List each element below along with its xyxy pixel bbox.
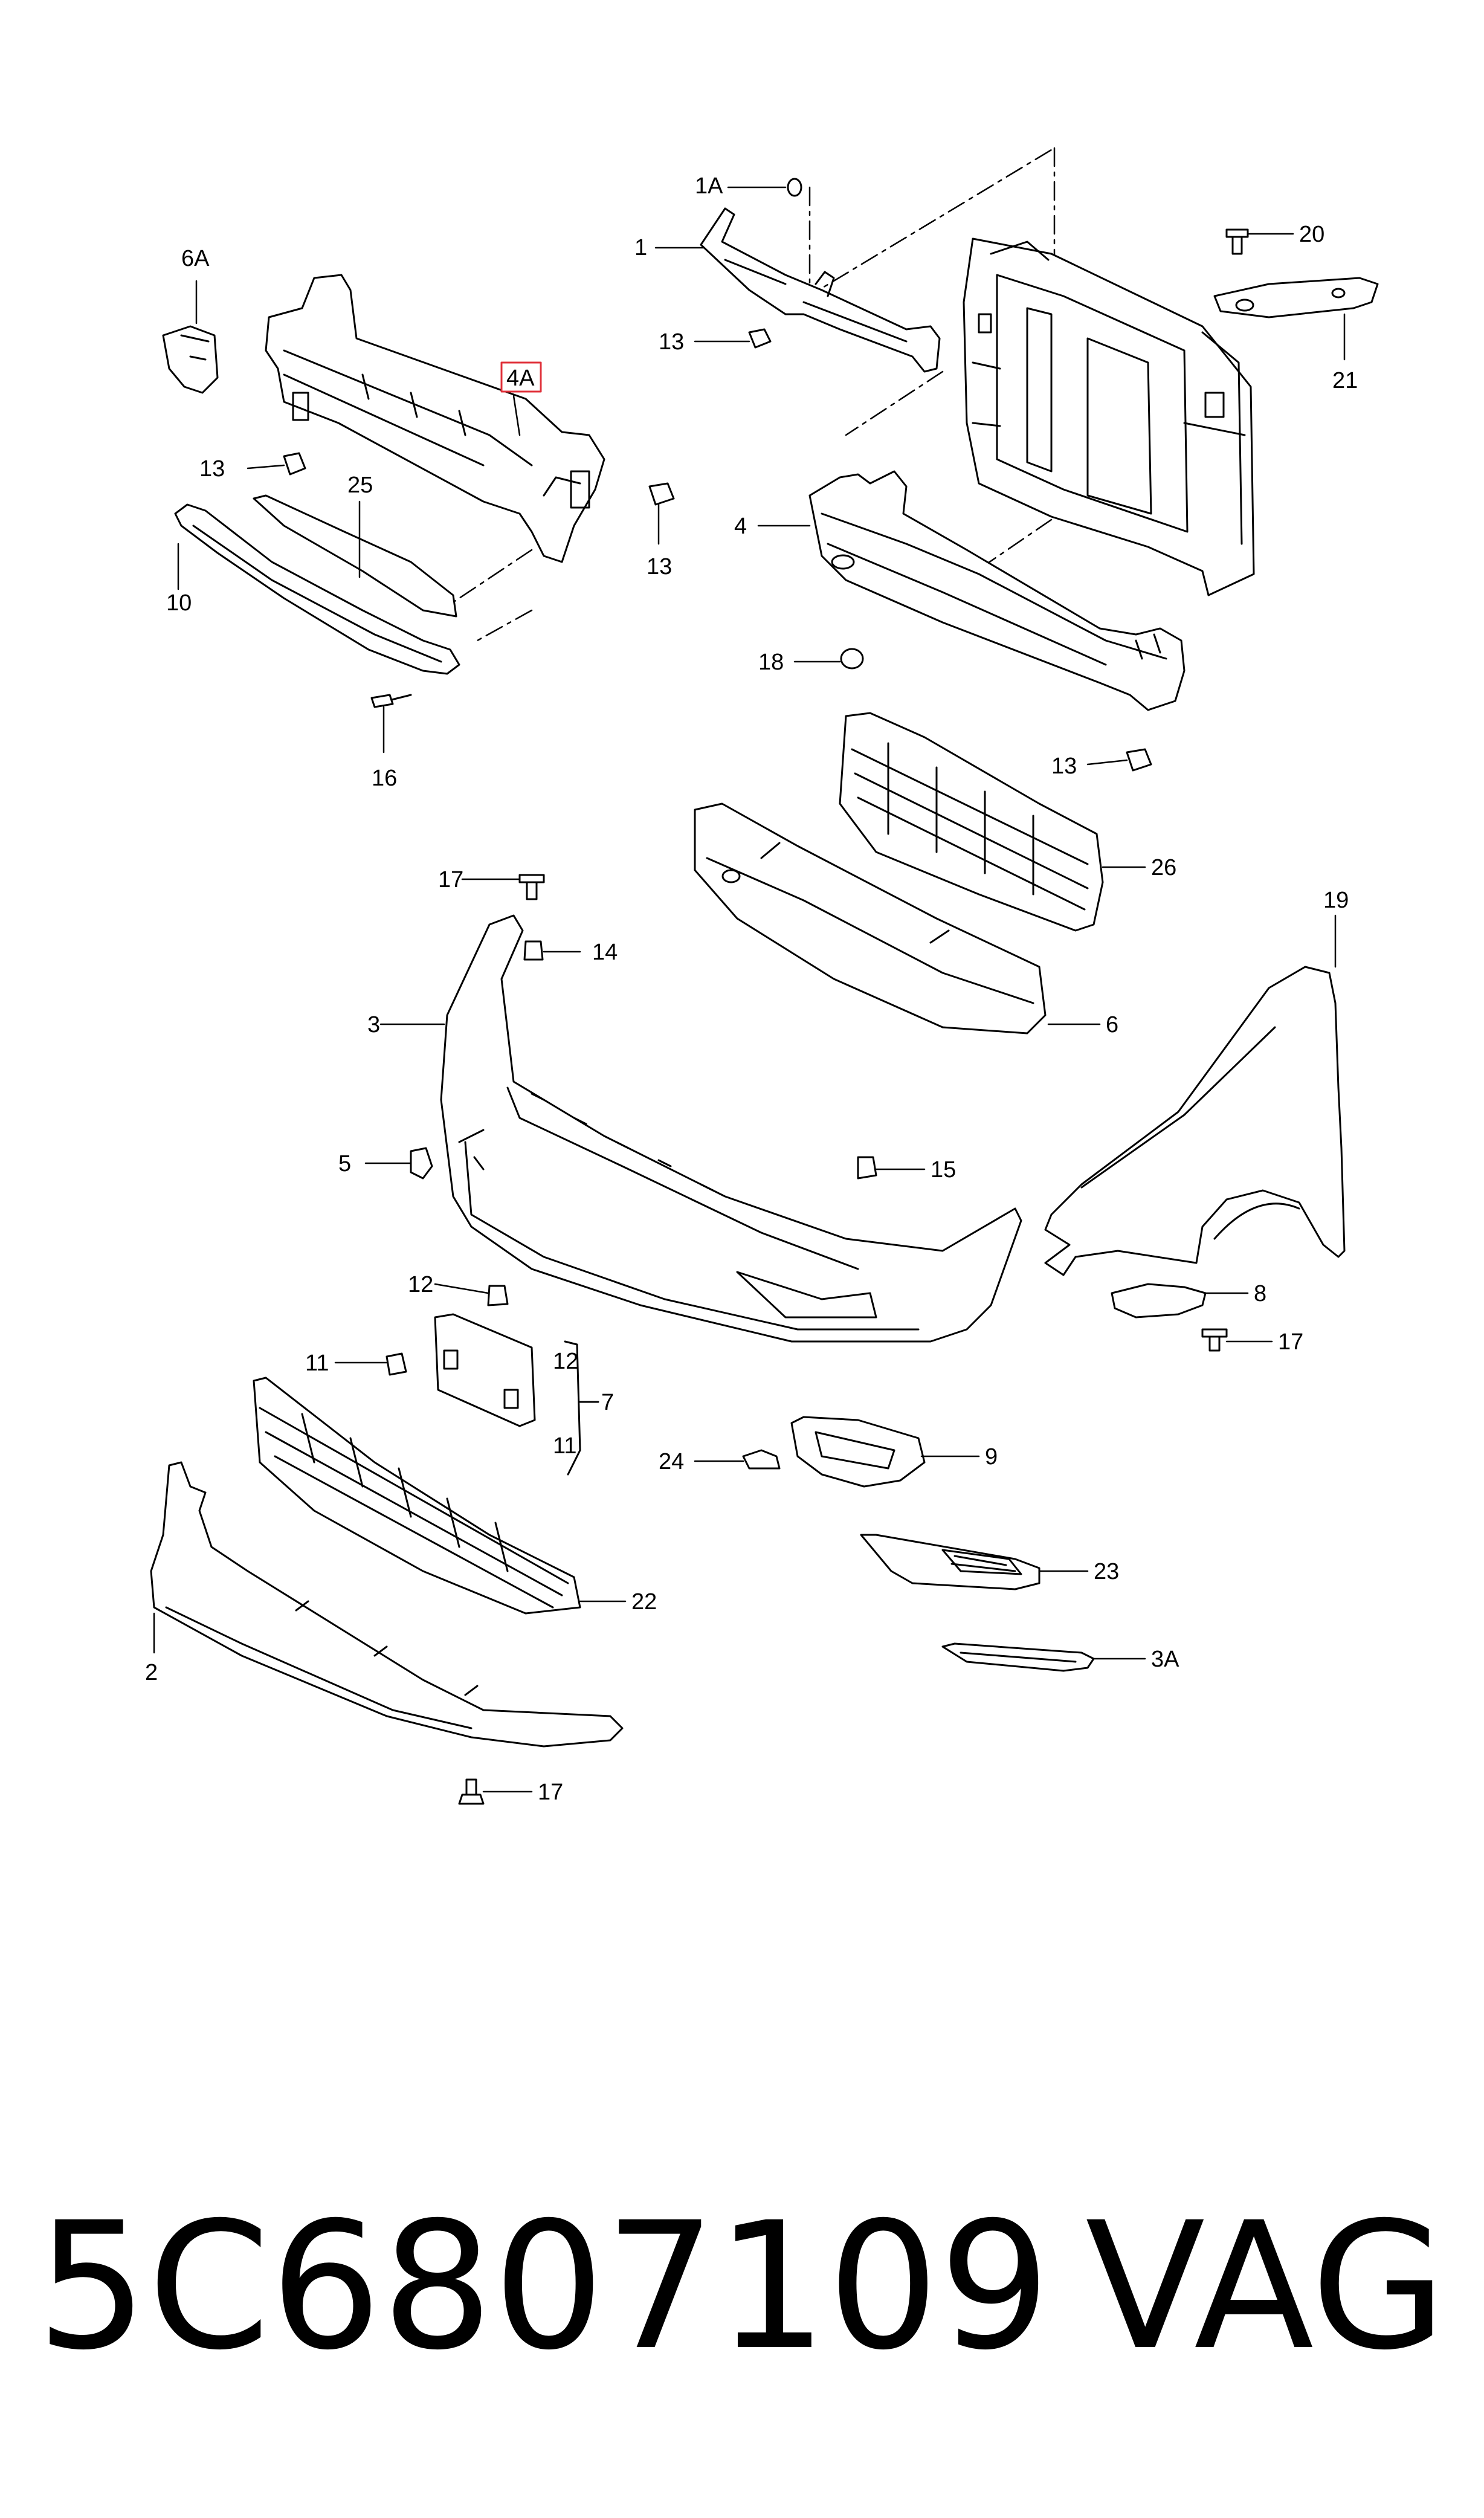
brand-text: VAG — [1085, 2185, 1447, 2389]
part-14-nut — [523, 940, 544, 961]
part-6-absorber — [694, 802, 1047, 1035]
part-2-spoiler — [150, 1461, 624, 1748]
part-17-screw-c — [458, 1778, 485, 1805]
callout-1: 1 — [634, 235, 647, 260]
callout-12-a: 12 — [408, 1272, 433, 1297]
part-22-lower-grille — [253, 1377, 581, 1615]
part-7-license-bracket — [434, 1313, 536, 1427]
callout-17-a: 17 — [438, 867, 463, 893]
part-4a-impact-absorber — [265, 274, 605, 563]
callout-10: 10 — [166, 590, 192, 616]
part-number-text: 5C6807109 — [36, 2185, 1051, 2389]
part-1a-clip — [787, 178, 802, 197]
callout-22: 22 — [631, 1589, 657, 1615]
callout-brace — [564, 1340, 581, 1476]
callout-1a: 1A — [695, 173, 723, 199]
part-25-strip — [253, 494, 457, 618]
part-18-grommet — [840, 648, 864, 670]
callout-3a: 3A — [1151, 1647, 1179, 1672]
part-3a-trim — [941, 1642, 1095, 1672]
part-13-bolts — [283, 328, 1152, 772]
part-15-clip — [857, 1156, 877, 1180]
callout-6a: 6A — [181, 246, 210, 271]
callout-19: 19 — [1323, 888, 1349, 913]
callout-26: 26 — [1151, 855, 1176, 880]
radiator-support-frame — [963, 237, 1255, 596]
callout-18: 18 — [758, 650, 784, 675]
callout-24: 24 — [659, 1449, 684, 1474]
part-23-grille-insert — [860, 1534, 1040, 1590]
part-19-fender — [1044, 966, 1346, 1276]
part-26-air-guide — [839, 712, 1104, 932]
callout-8: 8 — [1254, 1281, 1266, 1306]
callout-7: 7 — [601, 1390, 614, 1415]
callout-23: 23 — [1094, 1559, 1119, 1584]
callout-17-c: 17 — [538, 1780, 563, 1805]
part-3-bumper-cover — [440, 914, 1022, 1343]
part-16-pin — [370, 694, 412, 708]
part-5-cover — [410, 1147, 433, 1180]
callout-13-top: 13 — [659, 329, 684, 355]
callout-15: 15 — [931, 1157, 956, 1183]
callout-6: 6 — [1106, 1012, 1118, 1038]
callout-17-b: 17 — [1278, 1329, 1303, 1355]
callout-2: 2 — [145, 1660, 158, 1685]
part-12-nut — [487, 1285, 509, 1306]
callout-21: 21 — [1332, 368, 1358, 393]
part-17-screw-b — [1201, 1328, 1228, 1352]
part-21-bracket — [1213, 277, 1379, 318]
part-6a-bracket — [162, 325, 219, 394]
part-1-bracket — [700, 207, 941, 373]
part-4-reinforcement — [808, 470, 1186, 711]
part-10-support — [174, 503, 460, 675]
part-4a-highlight-box — [500, 361, 542, 393]
callout-14: 14 — [592, 940, 618, 965]
callout-16: 16 — [372, 766, 397, 791]
callout-25: 25 — [347, 473, 373, 498]
callout-labels: 1A 1 13 6A 4A 13 13 25 10 16 20 21 4 18 … — [145, 173, 1358, 1805]
callout-13-right: 13 — [1051, 754, 1077, 779]
part-8-bracket — [1111, 1283, 1207, 1319]
callout-11-b: 11 — [553, 1433, 576, 1459]
callout-4: 4 — [734, 514, 747, 539]
callout-3: 3 — [367, 1012, 380, 1038]
callout-13-mid: 13 — [647, 554, 672, 579]
callout-5: 5 — [338, 1151, 351, 1177]
part-24-trim — [742, 1449, 781, 1470]
part-17-screw-a — [518, 874, 545, 900]
callout-9: 9 — [985, 1444, 998, 1470]
part-9-fog-housing — [790, 1416, 926, 1488]
leader-lines — [153, 186, 1346, 1793]
parts-diagram: 1A 1 13 6A 4A 13 13 25 10 16 20 21 4 18 … — [145, 147, 1379, 1805]
callout-4a: 4A — [506, 366, 535, 391]
part-20-bolt — [1225, 228, 1249, 255]
part-11-screw — [386, 1352, 407, 1376]
callout-12-b: 12 — [553, 1349, 578, 1374]
callout-13-left: 13 — [199, 456, 225, 482]
callout-20: 20 — [1299, 222, 1324, 247]
callout-11-a: 11 — [305, 1351, 329, 1376]
